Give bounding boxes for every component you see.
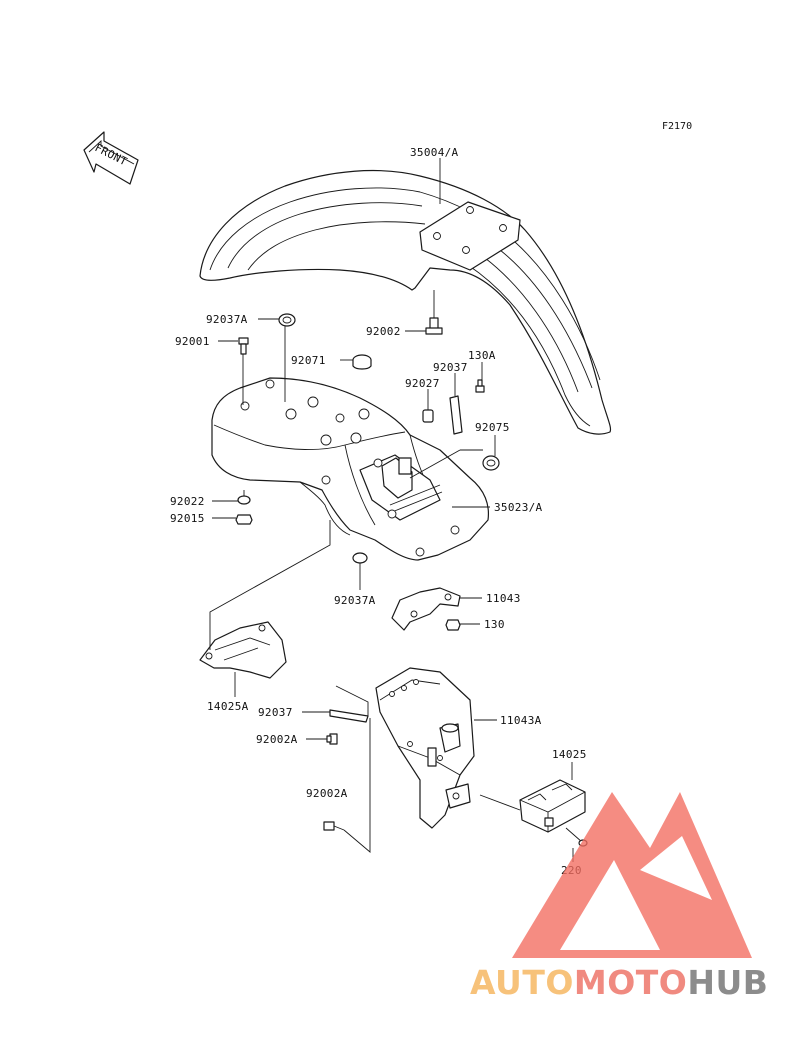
washer-92022 xyxy=(237,495,251,505)
label-92002a-lower: 92002A xyxy=(306,787,348,800)
label-11043a: 11043A xyxy=(500,714,542,727)
bolt-92002a-upper xyxy=(326,733,338,745)
cover-14025a xyxy=(199,621,287,679)
label-92037-lower: 92037 xyxy=(258,706,293,719)
block-14025 xyxy=(519,779,586,833)
bolt-130 xyxy=(445,619,461,631)
bolt-92002 xyxy=(425,317,443,335)
label-92015: 92015 xyxy=(170,512,205,525)
label-92001: 92001 xyxy=(175,335,210,348)
watermark-moto: MOTO xyxy=(574,963,687,1002)
label-92071: 92071 xyxy=(291,354,326,367)
bracket-11043a xyxy=(375,667,475,829)
label-14025: 14025 xyxy=(552,748,587,761)
label-92037a-bottom: 92037A xyxy=(334,594,376,607)
watermark-logo xyxy=(512,792,752,958)
bushing-92071 xyxy=(352,354,372,370)
label-35004a: 35004/A xyxy=(410,146,459,159)
label-92037: 92037 xyxy=(433,361,468,374)
label-92027: 92027 xyxy=(405,377,440,390)
bolt-92001 xyxy=(238,337,249,355)
label-92002: 92002 xyxy=(366,325,401,338)
figure-id: F2170 xyxy=(662,121,692,132)
grommet-92037a-top xyxy=(278,313,296,327)
label-92075: 92075 xyxy=(475,421,510,434)
clamp-92037 xyxy=(449,395,463,435)
front-arrow-icon: FRONT xyxy=(83,131,139,185)
clamp-92037-lower xyxy=(329,709,369,723)
label-35023a: 35023/A xyxy=(494,501,543,514)
triangle-logo-icon xyxy=(512,792,752,958)
label-11043: 11043 xyxy=(486,592,521,605)
watermark-auto: AUTO xyxy=(470,963,574,1002)
label-14025a: 14025A xyxy=(207,700,249,713)
front-fender xyxy=(199,169,612,435)
spacer-92027 xyxy=(422,409,434,423)
watermark-hub: HUB xyxy=(687,963,768,1002)
bolt-92002a-lower xyxy=(323,821,345,831)
nut-92015 xyxy=(235,514,253,525)
label-130a: 130A xyxy=(468,349,496,362)
grommet-92037a-bottom xyxy=(352,552,368,564)
bracket-11043 xyxy=(391,587,461,631)
rear-fender xyxy=(211,377,490,561)
label-92002a-upper: 92002A xyxy=(256,733,298,746)
label-92022: 92022 xyxy=(170,495,205,508)
bolt-130a xyxy=(475,379,485,393)
label-92037a-top: 92037A xyxy=(206,313,248,326)
grommet-92075 xyxy=(482,455,500,471)
watermark-text: AUTOMOTOHUB xyxy=(470,963,768,1002)
label-130: 130 xyxy=(484,618,505,631)
